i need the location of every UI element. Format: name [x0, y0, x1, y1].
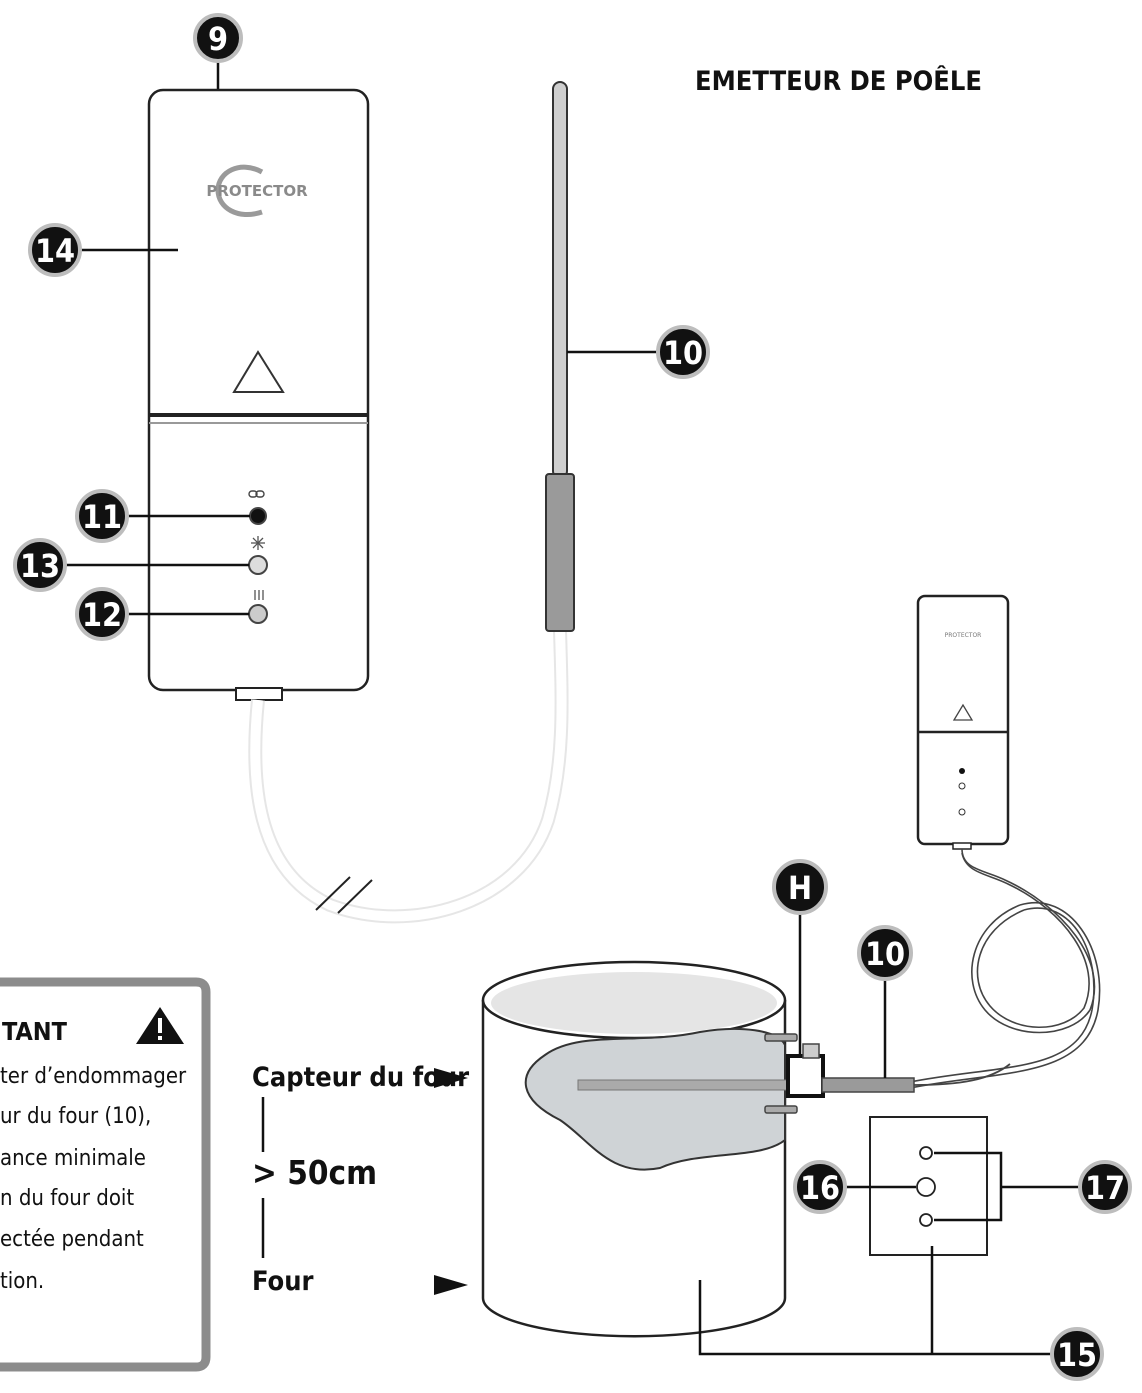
- control-panel: [845, 1116, 1080, 1256]
- svg-text:H: H: [788, 869, 812, 907]
- callout-15: 15: [1050, 1327, 1104, 1381]
- svg-text:10: 10: [663, 334, 703, 372]
- svg-text:9: 9: [208, 20, 228, 58]
- warning-line: ectée pendant: [0, 1227, 144, 1252]
- protector-logo: PROTECTOR: [206, 164, 308, 218]
- snowflake-icon: [251, 536, 265, 550]
- callout-11: 11: [75, 489, 129, 543]
- warning-line: ter d’endommager: [0, 1064, 187, 1089]
- callout-16: 16: [793, 1160, 847, 1214]
- transmitter-device: PROTECTOR: [147, 62, 370, 701]
- led-temp: [248, 604, 268, 624]
- coiled-cable: [909, 848, 1101, 1089]
- svg-text:12: 12: [82, 596, 122, 634]
- cable-break-mark: [315, 876, 351, 911]
- logo-text: PROTECTOR: [206, 182, 308, 200]
- small-transmitter: PROTECTOR: [916, 594, 1010, 850]
- link-icon: [248, 490, 265, 498]
- arrow-right-icon-2: [434, 1275, 468, 1295]
- callout-17: 17: [1078, 1160, 1132, 1214]
- led-link: [249, 507, 267, 525]
- thermometer-icon: [254, 590, 264, 600]
- svg-text:17: 17: [1085, 1169, 1125, 1207]
- device-triangle-icon: [232, 350, 285, 393]
- svg-text:14: 14: [35, 232, 75, 270]
- led-frost: [248, 555, 268, 575]
- callout-14: 14: [28, 223, 82, 277]
- panel-led-top: [919, 1146, 933, 1160]
- callout-12: 12: [75, 587, 129, 641]
- warning-line: n du four doit: [0, 1186, 134, 1211]
- callout-13: 13: [13, 538, 67, 592]
- flame-zone: [524, 1027, 786, 1171]
- callout-9: 9: [193, 13, 243, 63]
- warning-heading: TANT: [2, 1017, 68, 1046]
- callout-10-stove: 10: [857, 925, 913, 981]
- svg-text:16: 16: [800, 1169, 840, 1207]
- cable-inner: [250, 629, 567, 922]
- svg-text:PROTECTOR: PROTECTOR: [945, 632, 982, 639]
- panel-led-bottom: [919, 1213, 933, 1227]
- warning-line: ur du four (10),: [0, 1104, 151, 1129]
- svg-text:10: 10: [865, 935, 905, 973]
- svg-text:11: 11: [82, 498, 122, 536]
- stove: [481, 960, 1011, 1338]
- sensor-label: Capteur du four: [252, 1062, 469, 1093]
- warning-triangle-icon: [136, 1007, 184, 1044]
- svg-text:15: 15: [1057, 1336, 1097, 1374]
- svg-text:13: 13: [20, 547, 60, 585]
- oven-label: Four: [252, 1266, 313, 1297]
- callout-10-probe: 10: [656, 325, 710, 379]
- warning-line: tion.: [0, 1269, 44, 1294]
- arrow-right-icon: [434, 1068, 468, 1088]
- warning-line: ance minimale: [0, 1146, 146, 1171]
- diagram-title: EMETTEUR DE POÊLE: [695, 65, 982, 97]
- oven-probe: [545, 81, 575, 632]
- panel-button: [916, 1177, 936, 1197]
- callout-H: H: [772, 859, 828, 915]
- device-connector: [235, 687, 283, 701]
- warning-box: TANT ter d’endommager ur du four (10), a…: [0, 977, 211, 1372]
- distance-label: > 50cm: [252, 1153, 377, 1192]
